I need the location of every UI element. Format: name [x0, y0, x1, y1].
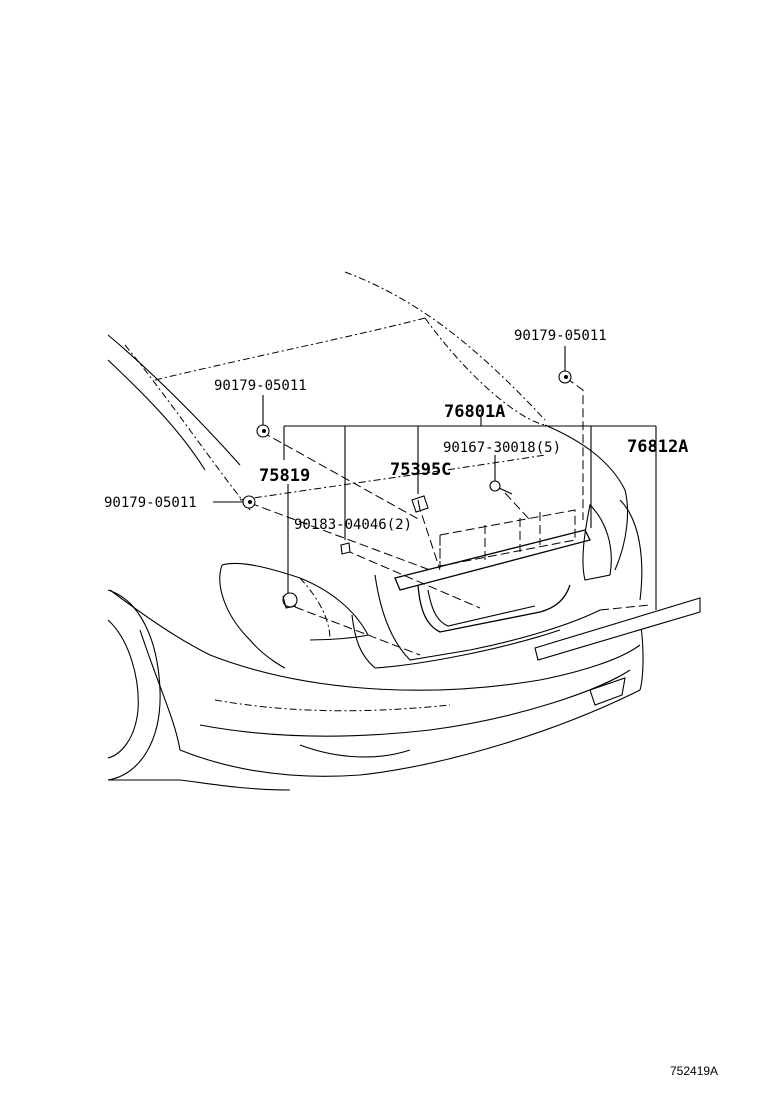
label-emblem-center: 75395C: [390, 460, 451, 480]
label-clip-left: 90179-05011: [104, 495, 197, 511]
nut-part: [340, 542, 351, 555]
clip-part-top-left: [256, 424, 270, 438]
car-body-outline: [107, 271, 644, 791]
label-assembly: 76801A: [444, 402, 505, 422]
garnish-strip: [534, 597, 701, 661]
leader-lines: [213, 346, 657, 610]
label-nut: 90183-04046(2): [294, 517, 412, 533]
emblem-part-75395c: [411, 495, 429, 513]
assembly-guide-lines: [249, 377, 651, 656]
diagram-id: 752419A: [670, 1064, 718, 1078]
label-screw: 90167-30018(5): [443, 440, 561, 456]
emblem-part-75819: [282, 592, 298, 609]
label-emblem-left: 75819: [259, 466, 310, 486]
label-clip-top-right: 90179-05011: [514, 328, 607, 344]
label-garnish-lower: 76812A: [627, 437, 688, 457]
screw-part: [489, 480, 513, 495]
clip-part-top-right: [558, 370, 572, 384]
clip-part-left: [242, 495, 256, 509]
label-clip-top-left: 90179-05011: [214, 378, 307, 394]
